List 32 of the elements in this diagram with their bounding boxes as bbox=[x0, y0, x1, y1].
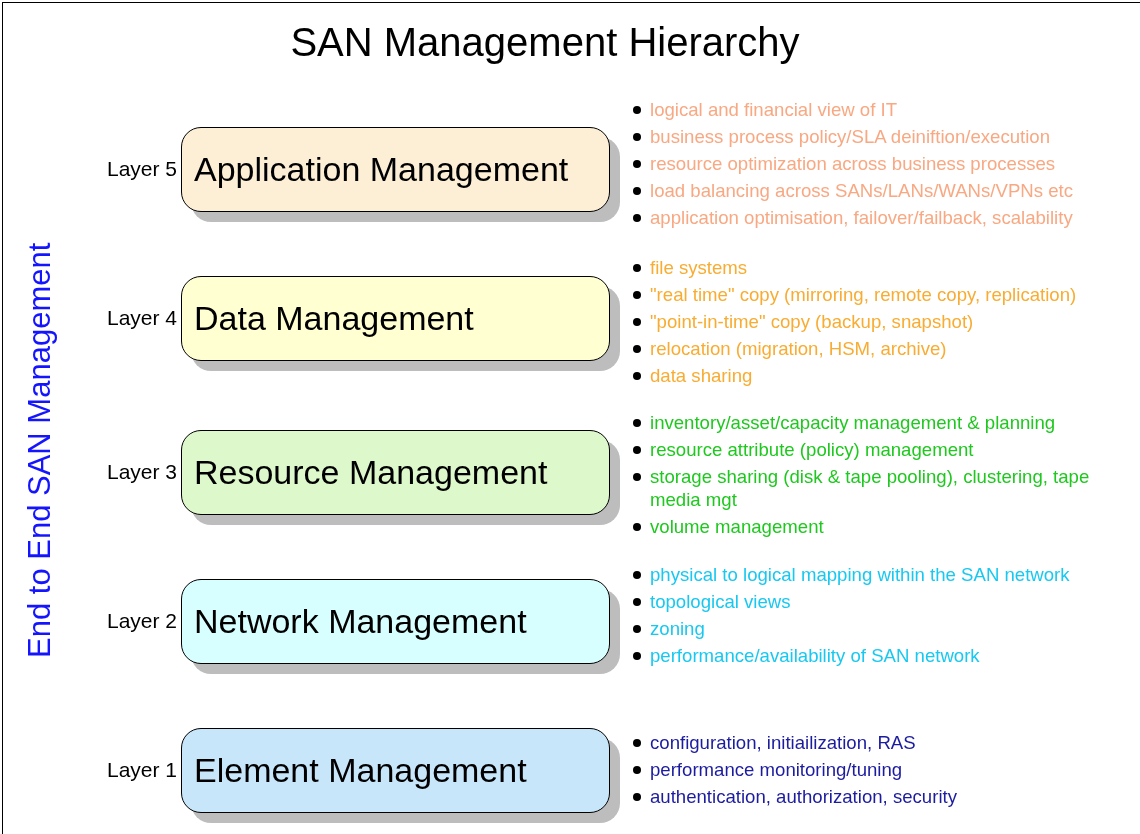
bullet-text: load balancing across SANs/LANs/WANs/VPNs etc bbox=[650, 179, 1073, 202]
bullet-text: inventory/asset/capacity management & planning bbox=[650, 411, 1056, 434]
bullet-text: "real time" copy (mirroring, remote copy, replication) bbox=[650, 283, 1077, 306]
bullet-text: volume management bbox=[650, 515, 824, 538]
layer-title: Element Management bbox=[194, 751, 527, 790]
layer-label: Layer 2 bbox=[105, 609, 177, 633]
bullet-text: application optimisation, failover/failback, scalability bbox=[650, 206, 1073, 229]
bullet-text: authentication, authorization, security bbox=[650, 785, 957, 808]
layer-label: Layer 5 bbox=[105, 157, 177, 181]
bullet-text: "point-in-time" copy (backup, snapshot) bbox=[650, 310, 974, 333]
layer-title: Network Management bbox=[194, 602, 527, 641]
bullet-text: file systems bbox=[650, 256, 748, 279]
bullet-text: logical and financial view of IT bbox=[650, 98, 897, 121]
title: SAN Management Hierarchy bbox=[289, 20, 801, 65]
bullet-text: zoning bbox=[650, 617, 705, 640]
bullet-text: physical to logical mapping within the SAN network bbox=[650, 563, 1070, 586]
layer-title: Resource Management bbox=[194, 453, 548, 492]
bullet-text: data sharing bbox=[650, 364, 753, 387]
layer-label: Layer 3 bbox=[105, 460, 177, 484]
layer-title: Application Management bbox=[194, 150, 569, 189]
layer-label: Layer 4 bbox=[105, 306, 177, 330]
bullet-text: business process policy/SLA deiniftion/execution bbox=[650, 125, 1050, 148]
bullet-text: configuration, initiailization, RAS bbox=[650, 731, 916, 754]
layer-label: Layer 1 bbox=[105, 758, 177, 782]
bullet-text: topological views bbox=[650, 590, 791, 613]
bullet-text: performance monitoring/tuning bbox=[650, 758, 903, 781]
layer-title: Data Management bbox=[194, 299, 474, 338]
axis-label: End to End SAN Management bbox=[22, 241, 58, 660]
bullet-text: resource attribute (policy) management bbox=[650, 438, 974, 461]
bullet-text: relocation (migration, HSM, archive) bbox=[650, 337, 947, 360]
bullet-text: performance/availability of SAN network bbox=[650, 644, 980, 667]
bullet-text: resource optimization across business processes bbox=[650, 152, 1056, 175]
